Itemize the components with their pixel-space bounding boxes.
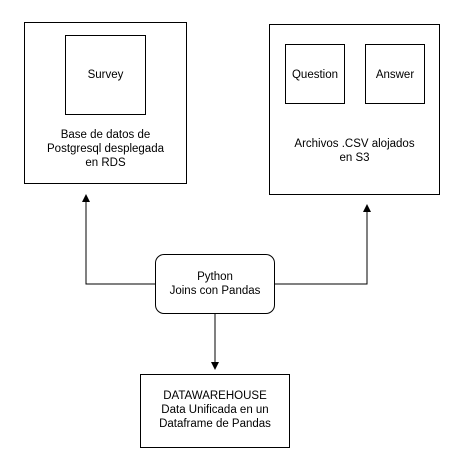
survey-table-box <box>65 35 146 115</box>
s3-caption: Archivos .CSV alojados en S3 <box>269 137 440 165</box>
question-label: Question <box>291 69 339 81</box>
datawarehouse-label: DATAWAREHOUSE Data Unificada en un Dataf… <box>140 389 290 431</box>
datawarehouse-line-2: Data Unificada en un <box>161 404 269 416</box>
rds-caption: Base de datos de Postgresql desplegada e… <box>24 128 187 170</box>
datawarehouse-line-1: DATAWAREHOUSE <box>163 390 267 402</box>
s3-caption-line-2: en S3 <box>339 152 370 164</box>
answer-file-box <box>365 44 425 104</box>
datawarehouse-box <box>140 374 290 448</box>
rds-caption-line-1: Base de datos de <box>60 129 151 141</box>
datawarehouse-line-3: Dataframe de Pandas <box>159 418 271 430</box>
python-label-line-1: Python <box>197 271 233 283</box>
answer-label: Answer <box>375 69 415 81</box>
question-file-box <box>285 44 345 104</box>
python-label: Python Joins con Pandas <box>155 270 275 298</box>
arrow-to-s3 <box>274 204 371 285</box>
python-process-box <box>155 254 275 314</box>
survey-label: Survey <box>87 69 124 81</box>
python-label-line-2: Joins con Pandas <box>169 285 261 297</box>
rds-caption-line-2: Postgresql desplegada <box>47 143 164 155</box>
arrow-to-rds <box>82 194 156 285</box>
s3-caption-line-1: Archivos .CSV alojados <box>294 138 415 150</box>
rds-caption-line-3: en RDS <box>85 157 126 169</box>
